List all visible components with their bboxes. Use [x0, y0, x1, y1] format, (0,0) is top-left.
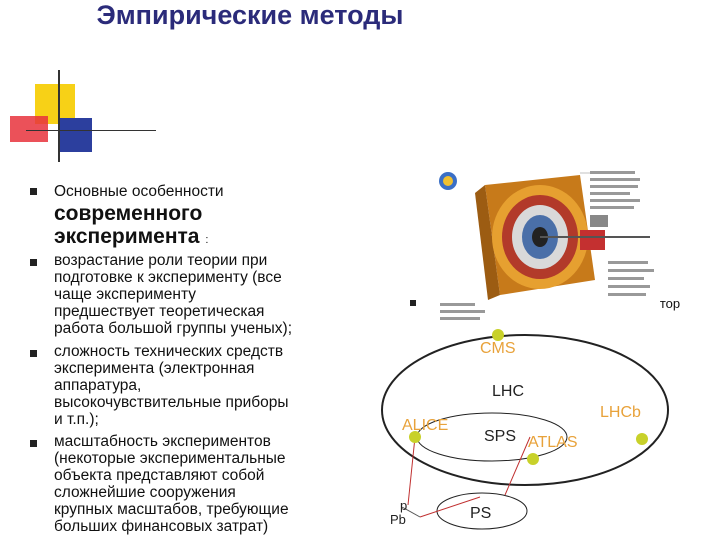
bullet-1-line: возрастание роли теории при [54, 252, 268, 269]
bullet-3-line: крупных масштабов, требующие [54, 501, 289, 518]
bullet-marker [410, 300, 416, 306]
intro-line-3: эксперимента : [54, 225, 208, 252]
bullet-marker [30, 259, 37, 266]
slide-title: Эмпирические методы [96, 0, 404, 30]
cms-marker [492, 329, 504, 341]
bullet-1-line: подготовке к эксперименту (все [54, 269, 282, 286]
p-label: p [400, 498, 408, 513]
bullet-marker [30, 350, 37, 357]
bullet-3-line: объекта представляют собой [54, 467, 265, 484]
bullet-3-line: больших финансовых затрат) [54, 518, 269, 535]
bullet-marker [30, 440, 37, 447]
cms-label: CMS [480, 340, 516, 357]
bullet-marker [30, 188, 37, 195]
lhc-label: LHC [492, 383, 525, 400]
bullet-1-line: чаще эксперименту [54, 286, 196, 303]
intro-line-3-text: эксперимента [54, 225, 200, 248]
bullet-3-line: сложнейшие сооружения [54, 484, 236, 501]
atlas-marker [527, 453, 539, 465]
intro-line-2: современного [54, 202, 203, 225]
alice-marker [409, 431, 421, 443]
bullet-item-1: возрастание роли теории при подготовке к… [54, 252, 292, 337]
intro-colon: : [205, 234, 209, 246]
ps-label: PS [470, 505, 492, 522]
bullet-2-line: высокочувствительные приборы [54, 394, 289, 411]
lhcb-marker [636, 433, 648, 445]
transfer-line [419, 436, 531, 518]
alice-label: ALICE [402, 417, 449, 434]
bullet-2-line: аппаратура, [54, 377, 142, 394]
bullet-2-line: сложность технических средств [54, 343, 284, 360]
bullet-item-2: сложность технических средств эксперимен… [54, 343, 289, 428]
detector-caption-tail: ктор [654, 296, 681, 311]
intro-line-1: Основные особенности [54, 183, 224, 200]
deco-blue-square [58, 118, 92, 152]
bullet-1-line: предшествует теоретическая [54, 303, 265, 320]
bullet-1-line: работа большой группы ученых); [54, 320, 292, 337]
deco-horizontal-line [26, 130, 156, 131]
lhc-diagram [381, 329, 669, 530]
bullet-2-line: эксперимента (электронная [54, 360, 255, 377]
bullet-3-line: (некоторые экспериментальные [54, 450, 286, 467]
detector-image [430, 165, 660, 325]
lhcb-label: LHCb [600, 404, 641, 421]
beam-line [401, 506, 421, 518]
pb-label: Pb [390, 512, 406, 527]
bullet-item-3: масштабность экспериментов (некоторые эк… [54, 433, 289, 535]
lhc-ring [381, 334, 669, 486]
injector-line [407, 436, 416, 506]
bullet-2-line: и т.п.); [54, 411, 99, 428]
sps-label: SPS [484, 428, 517, 445]
bullet-3-line: масштабность экспериментов [54, 433, 271, 450]
deco-red-square [10, 116, 48, 142]
atlas-label: ATLAS [528, 434, 578, 451]
deco-vertical-line [58, 70, 60, 162]
